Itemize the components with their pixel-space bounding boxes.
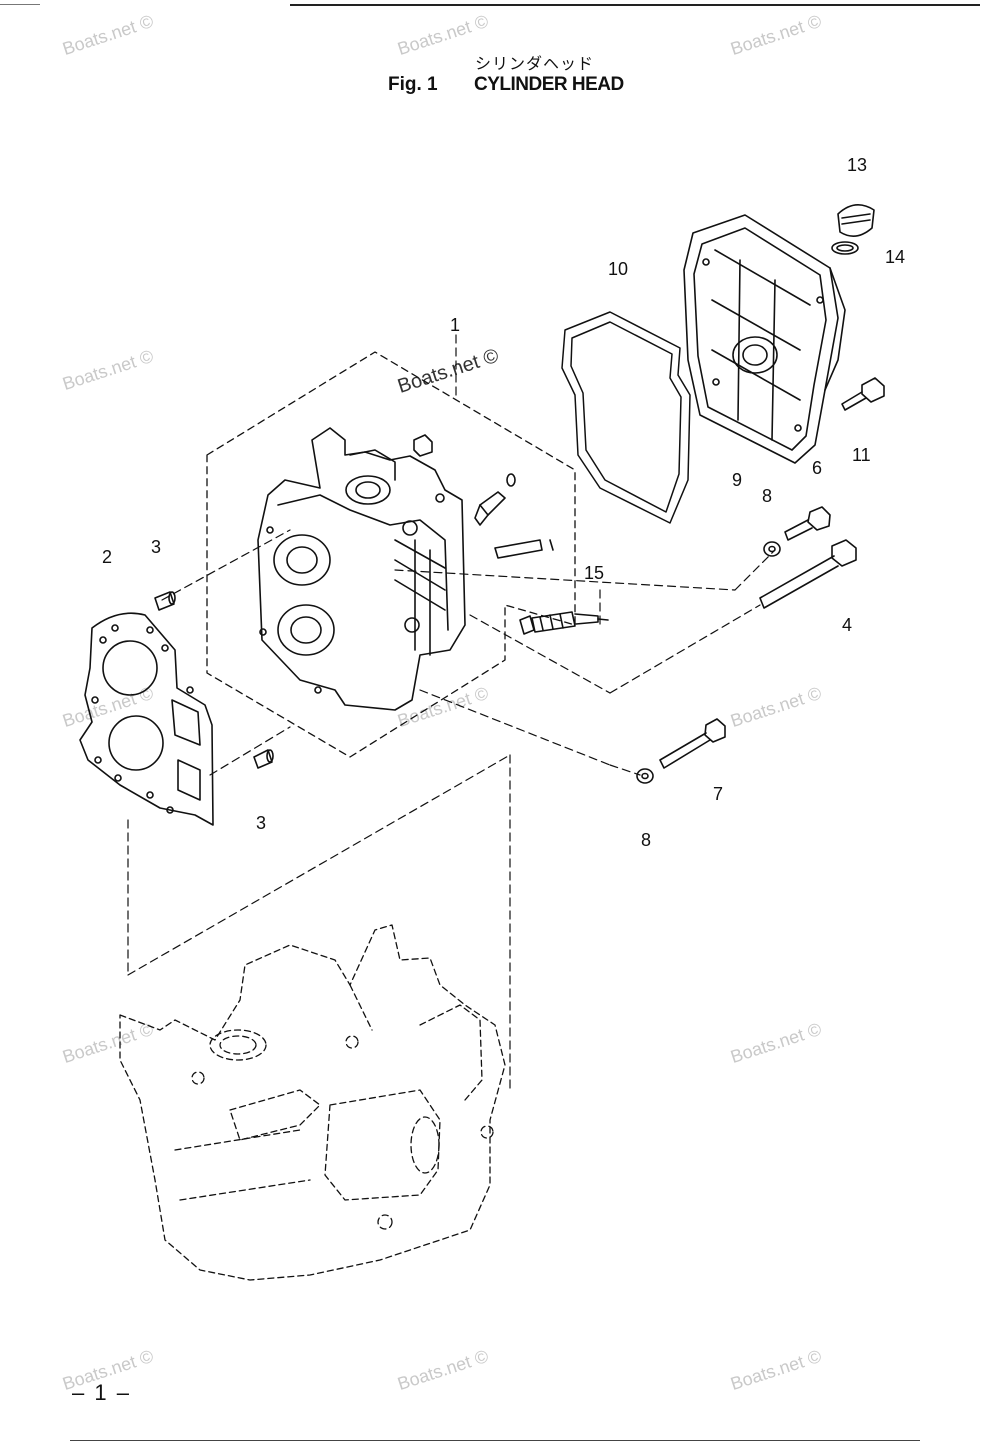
cover-bolt bbox=[841, 377, 885, 411]
top-rule-left bbox=[0, 4, 40, 5]
callout-11: 11 bbox=[852, 445, 871, 465]
callout-2: 2 bbox=[102, 547, 113, 567]
callout-6: 6 bbox=[812, 458, 823, 478]
callout-7: 7 bbox=[713, 784, 724, 804]
callout-3: 3 bbox=[256, 813, 267, 833]
top-rule bbox=[290, 4, 980, 6]
washer-8-upper bbox=[763, 541, 781, 557]
oil-filler-cap bbox=[837, 204, 875, 237]
figure-number: Fig. 1 bbox=[388, 74, 438, 95]
cylinder-head bbox=[257, 427, 466, 711]
spark-plug bbox=[519, 611, 609, 635]
bolt-6 bbox=[784, 506, 831, 541]
cylinder-block-reference bbox=[119, 924, 506, 1281]
callout-15: 15 bbox=[584, 563, 605, 583]
callout-9: 9 bbox=[732, 470, 743, 490]
leader-lines bbox=[127, 334, 776, 1091]
valve-guide-plugs bbox=[413, 434, 554, 559]
callout-14: 14 bbox=[885, 247, 906, 267]
callout-1: 1 bbox=[450, 315, 461, 335]
o-ring bbox=[831, 241, 859, 255]
callout-3: 3 bbox=[151, 537, 162, 557]
bolt-7 bbox=[659, 718, 726, 769]
dowel-pins bbox=[154, 591, 274, 769]
callout-13: 13 bbox=[847, 155, 868, 175]
cover-gasket bbox=[561, 311, 691, 524]
figure-title: CYLINDER HEAD bbox=[474, 74, 624, 95]
head-gasket bbox=[79, 612, 214, 826]
long-bolt-4 bbox=[759, 539, 857, 609]
callout-10: 10 bbox=[608, 259, 629, 279]
bottom-rule bbox=[70, 1440, 920, 1441]
page-number: – 1 – bbox=[72, 1380, 131, 1405]
cylinder-head-cover bbox=[683, 214, 846, 464]
callout-8: 8 bbox=[762, 486, 773, 506]
callout-8: 8 bbox=[641, 830, 652, 850]
washer-8-lower bbox=[636, 768, 654, 784]
title-japanese: シリンダヘッド bbox=[475, 54, 595, 73]
callout-4: 4 bbox=[842, 615, 853, 635]
